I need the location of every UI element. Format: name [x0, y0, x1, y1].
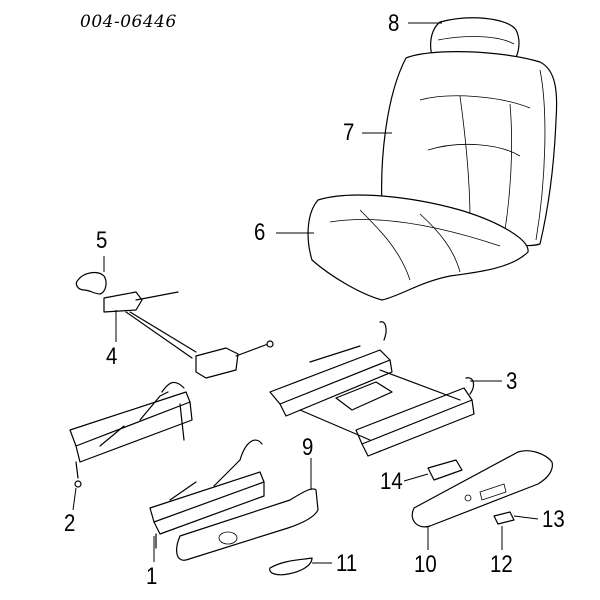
callout-6: 6: [254, 219, 266, 246]
handle-part: [75, 271, 107, 295]
callout-7: 7: [343, 119, 355, 146]
callout-2: 2: [64, 510, 76, 537]
cable-lever-part: [103, 291, 274, 379]
callout-10: 10: [414, 551, 437, 578]
callout-3: 3: [506, 368, 518, 395]
seat-cushion-part: [307, 194, 529, 301]
callout-1: 1: [146, 563, 158, 590]
knob-part: [493, 511, 515, 525]
callout-5: 5: [96, 227, 108, 254]
power-adjuster-part: [269, 321, 475, 457]
callout-11: 11: [336, 550, 358, 577]
side-shield-right-part: [411, 450, 553, 528]
callout-14: 14: [380, 468, 403, 495]
leader-lines: [72, 22, 539, 564]
track-left-part: [69, 381, 193, 488]
callout-8: 8: [388, 10, 400, 37]
diagram-code: 004-06446: [80, 12, 177, 32]
callout-13: 13: [542, 506, 565, 533]
callout-9: 9: [302, 434, 314, 461]
side-shield-part: [176, 488, 319, 561]
trim-cover-part: [269, 557, 313, 576]
callout-4: 4: [106, 343, 118, 370]
switch-part: [427, 459, 463, 481]
callout-12: 12: [490, 551, 513, 578]
seat-back-part: [381, 51, 558, 247]
track-right-part: [149, 439, 265, 549]
